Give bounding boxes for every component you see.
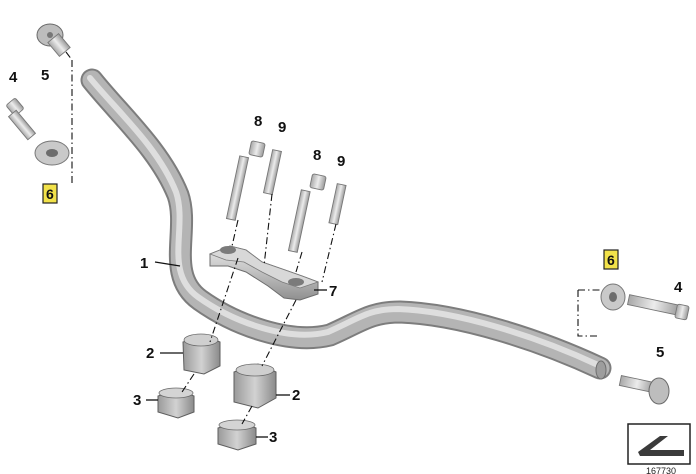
lower-bushing-left — [157, 387, 195, 419]
bar-end-cap-right — [618, 375, 670, 405]
callout-6-right-highlight: 6 — [603, 249, 619, 270]
riser-right — [233, 363, 277, 409]
callout-labels: 1 2 2 3 3 4 4 5 5 7 8 8 9 9 6 6 — [9, 67, 683, 446]
leader-lines — [146, 261, 327, 438]
callout-7: 7 — [329, 283, 337, 300]
callout-3-right: 3 — [269, 429, 277, 446]
callout-5-left: 5 — [41, 67, 49, 84]
lower-bushing-right — [217, 419, 257, 451]
bar-end-weight-right — [600, 283, 626, 311]
clamp-bolt-left — [225, 140, 266, 221]
corner-symbol: 167730 — [627, 423, 691, 474]
callout-9-left: 9 — [278, 119, 286, 136]
bar-end-bolt-left — [6, 98, 37, 141]
callout-9-right: 9 — [337, 153, 345, 170]
callout-4-right: 4 — [674, 279, 683, 296]
bar-end-cap-left — [36, 23, 71, 58]
callout-6-left-highlight: 6 — [42, 183, 58, 204]
handlebar — [80, 68, 612, 380]
callout-5-right: 5 — [656, 344, 664, 361]
callout-6-left: 6 — [46, 186, 54, 202]
bar-end-weight-left — [34, 140, 70, 166]
callout-8-right: 8 — [313, 147, 321, 164]
bar-end-bolt-right — [626, 294, 690, 321]
callout-2-right: 2 — [292, 387, 300, 404]
assembly-lines — [65, 51, 600, 425]
clamp-washer-right — [328, 183, 347, 226]
callout-8-left: 8 — [254, 113, 262, 130]
callout-1: 1 — [140, 255, 148, 272]
callout-2-left: 2 — [146, 345, 154, 362]
clamp-washer-left — [262, 149, 282, 196]
riser-left — [182, 333, 221, 375]
callout-3-left: 3 — [133, 392, 141, 409]
clamp-bolt-right — [287, 173, 327, 253]
callout-4-left: 4 — [9, 69, 18, 86]
callout-6-right: 6 — [607, 252, 615, 268]
image-number: 167730 — [646, 466, 676, 474]
